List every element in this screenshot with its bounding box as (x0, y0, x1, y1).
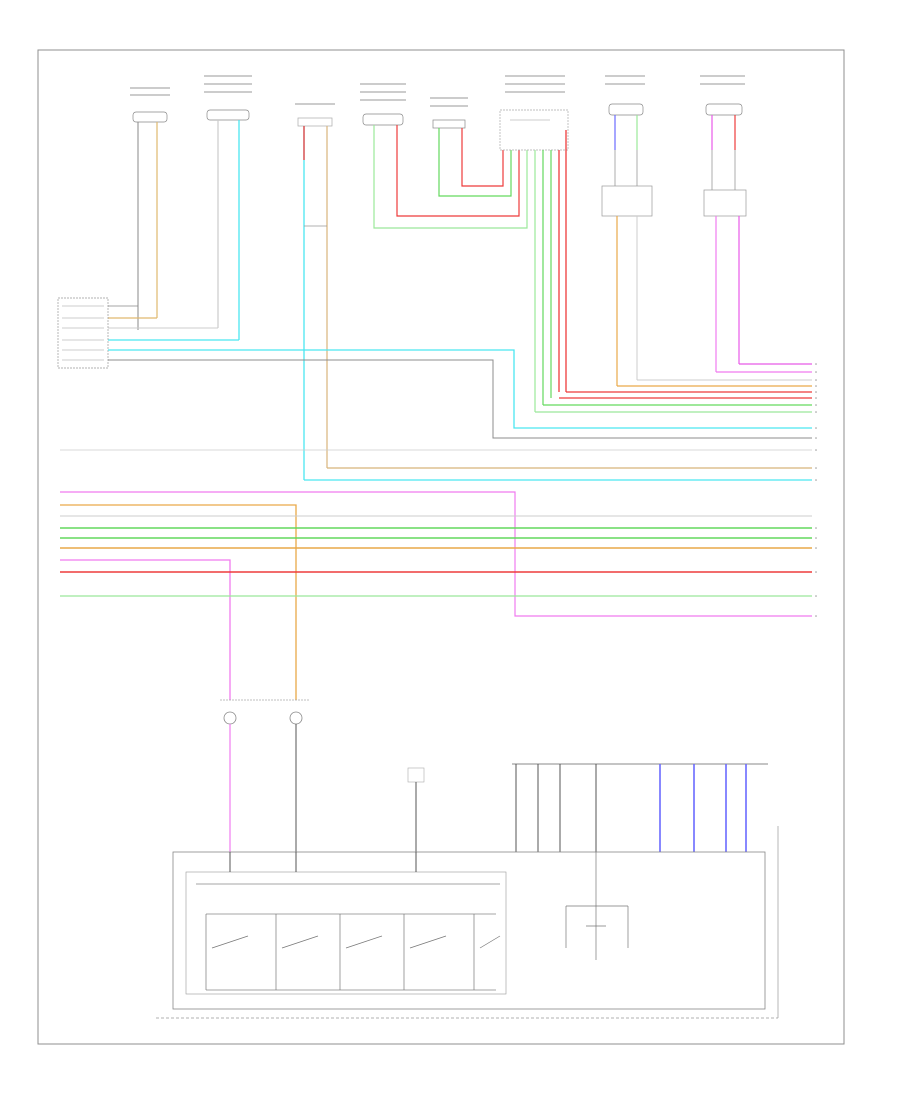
left-switch-block (57, 297, 812, 439)
top-component-2 (108, 75, 252, 341)
ground-connectors (220, 699, 310, 852)
diagram-border (37, 49, 845, 1045)
wire-bus (60, 491, 812, 700)
right-harness (156, 763, 779, 1019)
top-component-5 (430, 97, 512, 197)
audio-unit (172, 851, 766, 1010)
right-edge-terminals (815, 363, 817, 617)
top-component-1 (108, 87, 170, 330)
right-rear-speaker (700, 75, 812, 373)
center-small-connector (407, 767, 425, 852)
top-component-4 (360, 83, 528, 229)
switch-array (205, 914, 501, 990)
top-component-6 (499, 75, 812, 413)
top-component-3 (295, 103, 812, 481)
transistor-circuit (565, 852, 629, 960)
left-rear-speaker (601, 75, 812, 387)
